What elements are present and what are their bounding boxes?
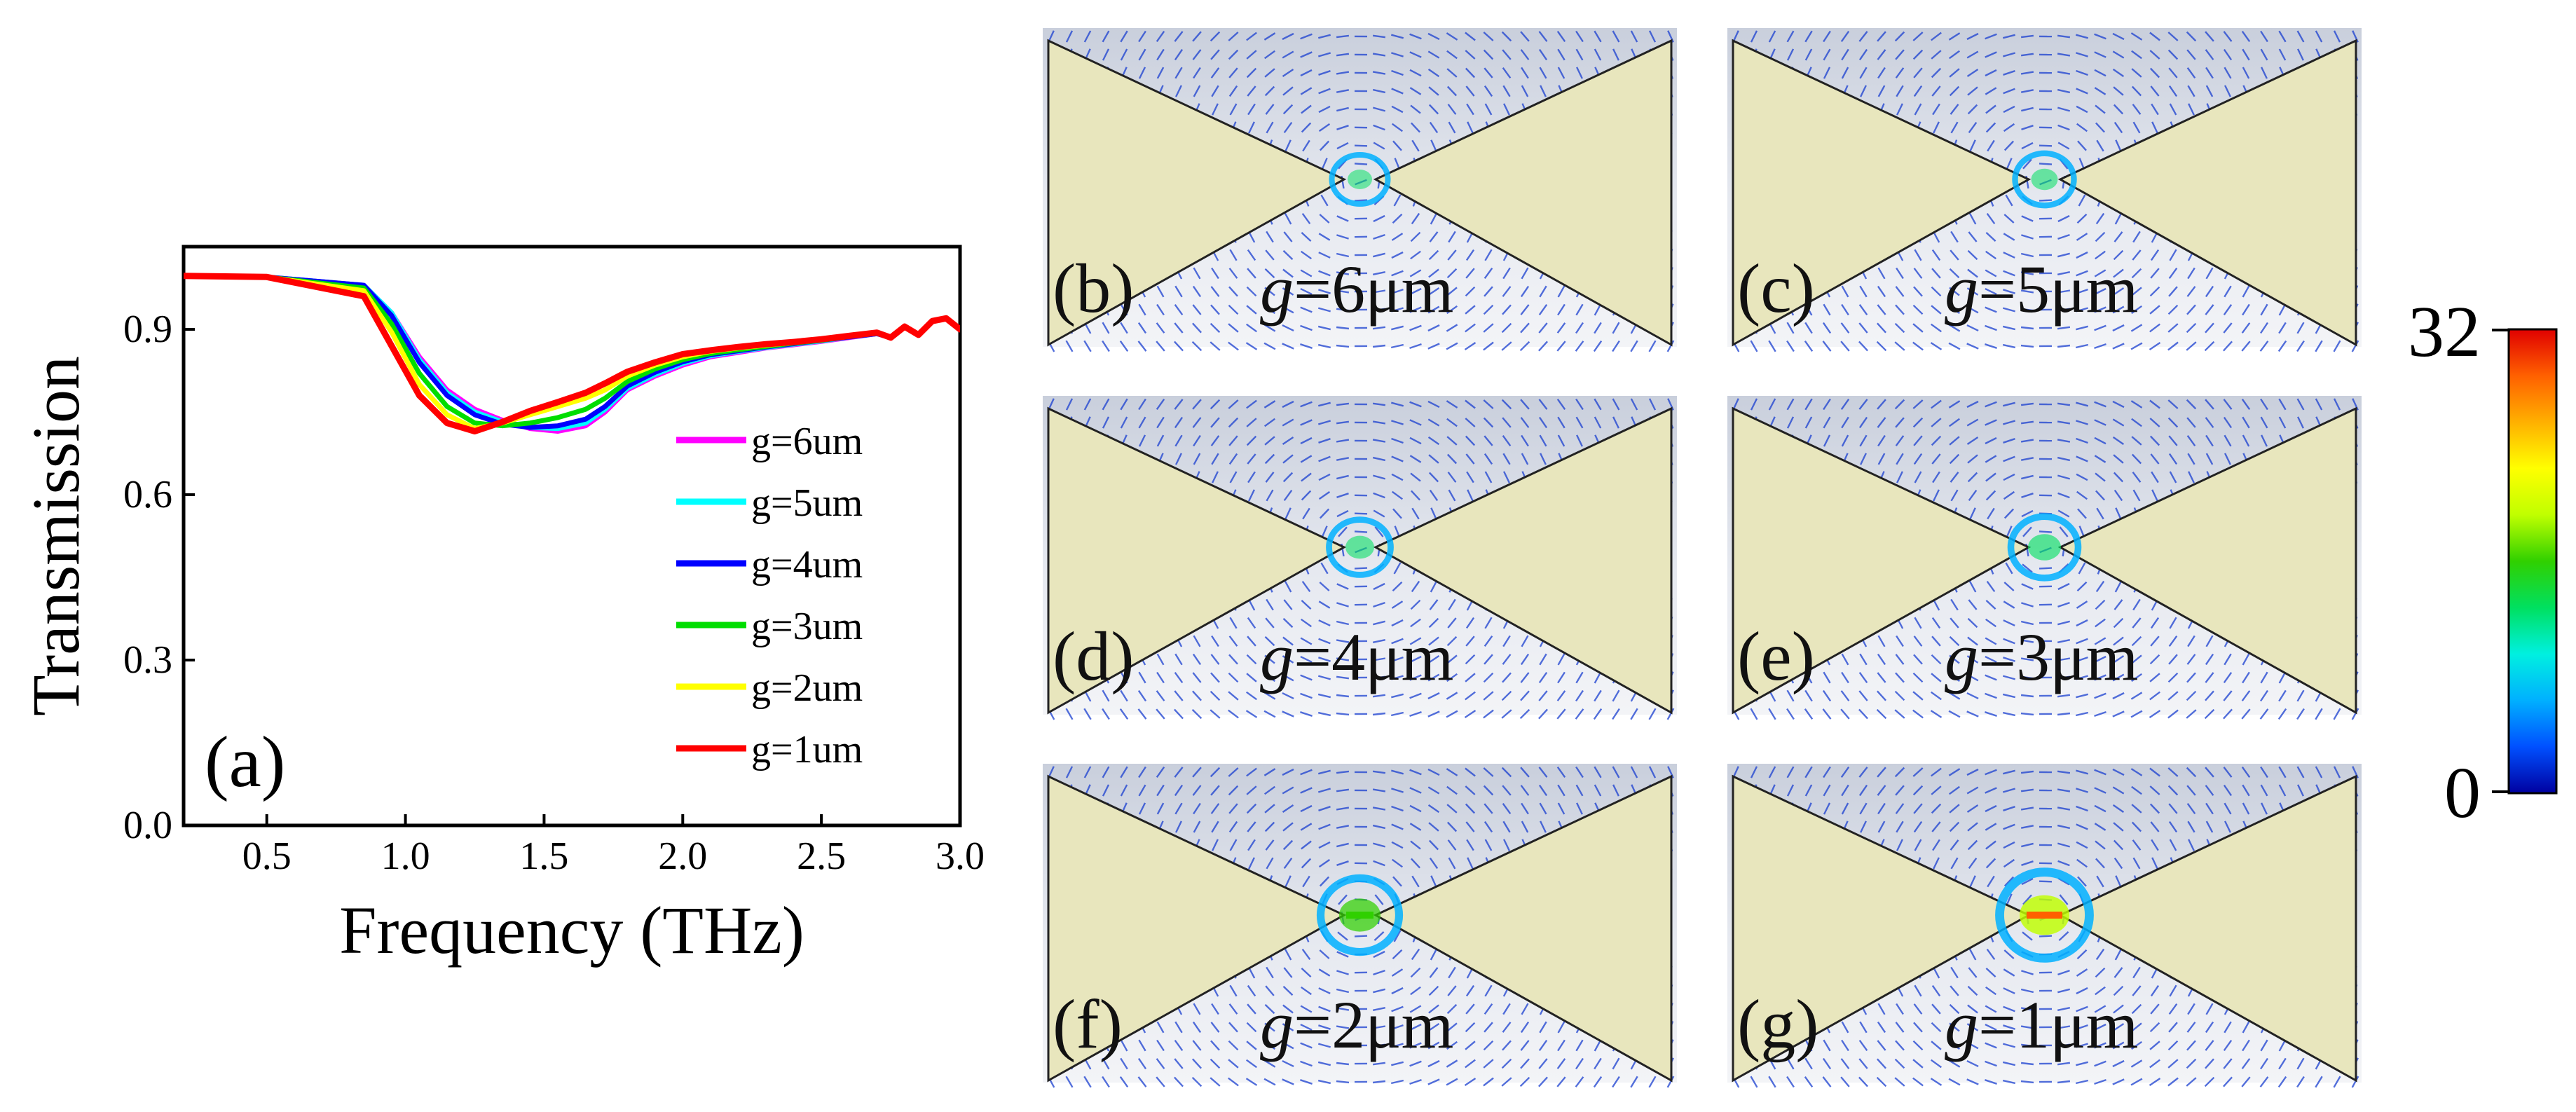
series-line-g=6um (184, 273, 960, 434)
series-line-g=2um (184, 273, 960, 432)
gap-size-label: g=4μm (1260, 619, 1453, 694)
legend-label: g=2um (751, 666, 863, 710)
y-tick-label: 0.0 (123, 804, 172, 847)
right-electrode (2057, 406, 2357, 715)
colorbar: 32 0 (2408, 291, 2558, 833)
x-axis-label: Frequency (THz) (339, 893, 804, 968)
panel-label: (b) (1053, 249, 1135, 327)
field-map-(b): (b) g=6μm (1043, 28, 1677, 352)
plot-frame (181, 245, 962, 828)
y-axis-label: Transmission (18, 356, 93, 716)
gap-size-label: g=5μm (1945, 252, 2138, 327)
gap-hotspot (2012, 150, 2077, 209)
colorbar-gradient (2507, 328, 2558, 795)
colorbar-min-label: 0 (2444, 753, 2481, 833)
panel-label-a: (a) (205, 722, 285, 802)
gap-hotspot (1995, 867, 2094, 963)
field-map-(f): (f) g=2μm (1043, 764, 1677, 1088)
gap-hotspot (1326, 516, 1394, 578)
left-electrode (1047, 406, 1347, 715)
gap-hotspot (1316, 874, 1404, 956)
gap-size-label: g=3μm (1945, 619, 2138, 694)
left-electrode (1732, 39, 2032, 347)
panel-label: (g) (1737, 985, 1819, 1063)
panel-label: (f) (1053, 985, 1123, 1063)
right-electrode (2057, 39, 2357, 347)
legend-label: g=5um (751, 481, 863, 525)
left-electrode (1047, 774, 1347, 1083)
axis-ticks: 0.5 1.0 1.5 2.0 2.5 3.0 0.0 0.3 0.6 0.9 (123, 308, 985, 878)
right-electrode (1373, 39, 1673, 347)
x-tick-label: 2.0 (658, 835, 707, 878)
legend-label: g=1um (751, 728, 863, 771)
y-tick-label: 0.9 (123, 308, 172, 351)
colorbar-max-label: 32 (2408, 291, 2481, 372)
panel-label: (c) (1737, 249, 1815, 327)
left-electrode (1732, 406, 2032, 715)
right-electrode (1373, 774, 1673, 1083)
legend-label: g=4um (751, 543, 863, 586)
series-group (184, 273, 960, 434)
legend-label: g=3um (751, 605, 863, 648)
right-electrode (1373, 406, 1673, 715)
left-electrode (1732, 774, 2032, 1083)
left-electrode (1047, 39, 1347, 347)
x-tick-label: 3.0 (936, 835, 985, 878)
field-map-(d): (d) g=4μm (1043, 396, 1677, 720)
field-map-(c): (c) g=5μm (1727, 28, 2362, 352)
legend: g=6um g=5um g=4um g=3um g=2um g=1um (676, 420, 863, 771)
series-line-g=1um (184, 273, 960, 434)
gap-hotspot (2007, 513, 2082, 582)
field-map-(e): (e) g=3μm (1727, 396, 2362, 720)
y-tick-label: 0.3 (123, 638, 172, 682)
gap-size-label: g=1μm (1945, 987, 2138, 1062)
gap-hotspot (1329, 152, 1391, 207)
gap-size-label: g=2μm (1260, 987, 1453, 1062)
right-electrode (2057, 774, 2357, 1083)
panel-label: (d) (1053, 617, 1135, 695)
field-map-panels: (b) g=6μm (c) g=5μm (d) g=4μm (e) g=3μm (f) g=2μm… (1043, 28, 2362, 1088)
legend-label: g=6um (751, 420, 863, 463)
series-line-g=5um (184, 273, 960, 432)
transmission-chart: 0.5 1.0 1.5 2.0 2.5 3.0 0.0 0.3 0.6 0.9 Frequency… (18, 245, 985, 968)
panel-label: (e) (1737, 617, 1815, 695)
field-map-(g): (g) g=1μm (1727, 764, 2362, 1088)
x-tick-label: 2.5 (797, 835, 846, 878)
y-tick-label: 0.6 (123, 473, 172, 516)
gap-size-label: g=6μm (1260, 252, 1453, 327)
x-tick-label: 1.0 (381, 835, 430, 878)
x-tick-label: 1.5 (519, 835, 568, 878)
x-tick-label: 0.5 (242, 835, 292, 878)
